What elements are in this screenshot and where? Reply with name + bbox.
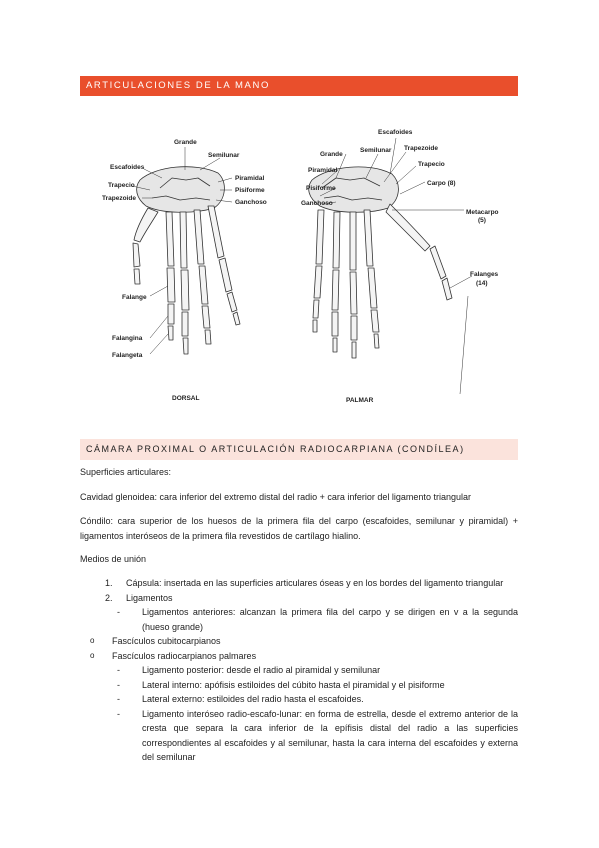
sub-item-text: Ligamento interóseo radio-escafo-lunar: … <box>142 708 518 763</box>
label-escafoides-palmar: Escafoides <box>378 129 413 136</box>
bullet-text: Fascículos radiocarpianos palmares <box>112 650 257 661</box>
hand-bones-illustration: Grande Semilunar Escafoides Piramidal Tr… <box>102 129 499 404</box>
sub-item: - Lateral externo: estiloides del radio … <box>117 692 518 707</box>
list-item-text: Ligamentos <box>126 592 173 603</box>
sub-item-text: Ligamentos anteriores: alcanzan la prime… <box>142 607 518 632</box>
medios-heading: Medios de unión <box>80 554 147 564</box>
label-falanges-count: (14) <box>476 280 488 287</box>
label-grande-dorsal: Grande <box>174 139 197 146</box>
label-trapezoide-dorsal: Trapezoide <box>102 195 136 202</box>
sub-item: - Lateral interno: apófisis estiloides d… <box>117 678 518 693</box>
superficies-heading: Superficies articulares: <box>80 467 172 477</box>
label-semilunar-dorsal: Semilunar <box>208 152 240 159</box>
bullet-marker: o <box>90 636 95 645</box>
label-piramidal-dorsal: Piramidal <box>235 175 264 182</box>
section-banner: ARTICULACIONES DE LA MANO <box>80 76 518 96</box>
list-number: 1. <box>105 578 113 588</box>
label-falanges-palmar: Falanges <box>470 271 499 278</box>
sub-item-text: Ligamento posterior: desde el radio al p… <box>142 665 381 675</box>
dash-marker: - <box>117 679 120 690</box>
sub-item-text: Lateral externo: estiloides del radio ha… <box>142 694 364 704</box>
sub-item-text: Lateral interno: apófisis estiloides del… <box>142 679 445 690</box>
section-heading: CÁMARA PROXIMAL O ARTICULACIÓN RADIOCARP… <box>80 439 518 460</box>
bullet-marker: o <box>90 650 95 660</box>
label-falangeta: Falangeta <box>112 352 143 359</box>
sub-item: - Ligamento interóseo radio-escafo-lunar… <box>117 707 518 765</box>
condilo-paragraph: Cóndilo: cara superior de los huesos de … <box>80 516 518 541</box>
dash-marker: - <box>117 607 120 617</box>
label-grande-palmar: Grande <box>320 151 343 158</box>
dash-marker: - <box>117 694 120 704</box>
label-metacarpo-palmar: Metacarpo <box>466 209 499 216</box>
caption-dorsal: DORSAL <box>172 395 199 402</box>
label-escafoides-dorsal: Escafoides <box>110 164 145 171</box>
sub-item: - Ligamentos anteriores: alcanzan la pri… <box>117 605 518 634</box>
label-piramidal-palmar: Piramidal <box>308 167 337 174</box>
label-falange: Falange <box>122 294 147 301</box>
label-carpo-palmar: Carpo (8) <box>427 180 456 187</box>
label-pisiforme-palmar: Pisiforme <box>306 185 336 192</box>
list-item-text: Cápsula: insertada en las superficies ar… <box>126 578 504 588</box>
label-trapezoide-palmar: Trapezoide <box>404 145 438 152</box>
sub-item: - Ligamento posterior: desde el radio al… <box>117 663 518 678</box>
bullet-text: Fascículos cubitocarpianos <box>112 636 221 646</box>
bullet-item: o Fascículos radiocarpianos palmares <box>90 649 518 664</box>
list-item: 2. Ligamentos <box>80 591 518 606</box>
list-item: 1. Cápsula: insertada en las superficies… <box>80 576 518 591</box>
label-ganchoso-palmar: Ganchoso <box>301 200 333 207</box>
label-trapecio-palmar: Trapecio <box>418 161 445 168</box>
label-semilunar-palmar: Semilunar <box>360 147 392 154</box>
dash-marker: - <box>117 665 120 675</box>
dash-marker: - <box>117 708 120 719</box>
caption-palmar: PALMAR <box>346 397 374 404</box>
label-pisiforme-dorsal: Pisiforme <box>235 187 265 194</box>
list-number: 2. <box>105 592 113 603</box>
medios-list: 1. Cápsula: insertada en las superficies… <box>80 576 518 765</box>
hand-bones-figure: Grande Semilunar Escafoides Piramidal Tr… <box>100 118 500 410</box>
label-falangina: Falangina <box>112 335 143 342</box>
bullet-item: o Fascículos cubitocarpianos <box>90 634 518 649</box>
label-trapecio-dorsal: Trapecio <box>108 182 135 189</box>
cavidad-paragraph: Cavidad glenoidea: cara inferior del ext… <box>80 492 471 502</box>
label-metacarpo-count: (5) <box>478 217 486 224</box>
label-ganchoso-dorsal: Ganchoso <box>235 199 267 206</box>
